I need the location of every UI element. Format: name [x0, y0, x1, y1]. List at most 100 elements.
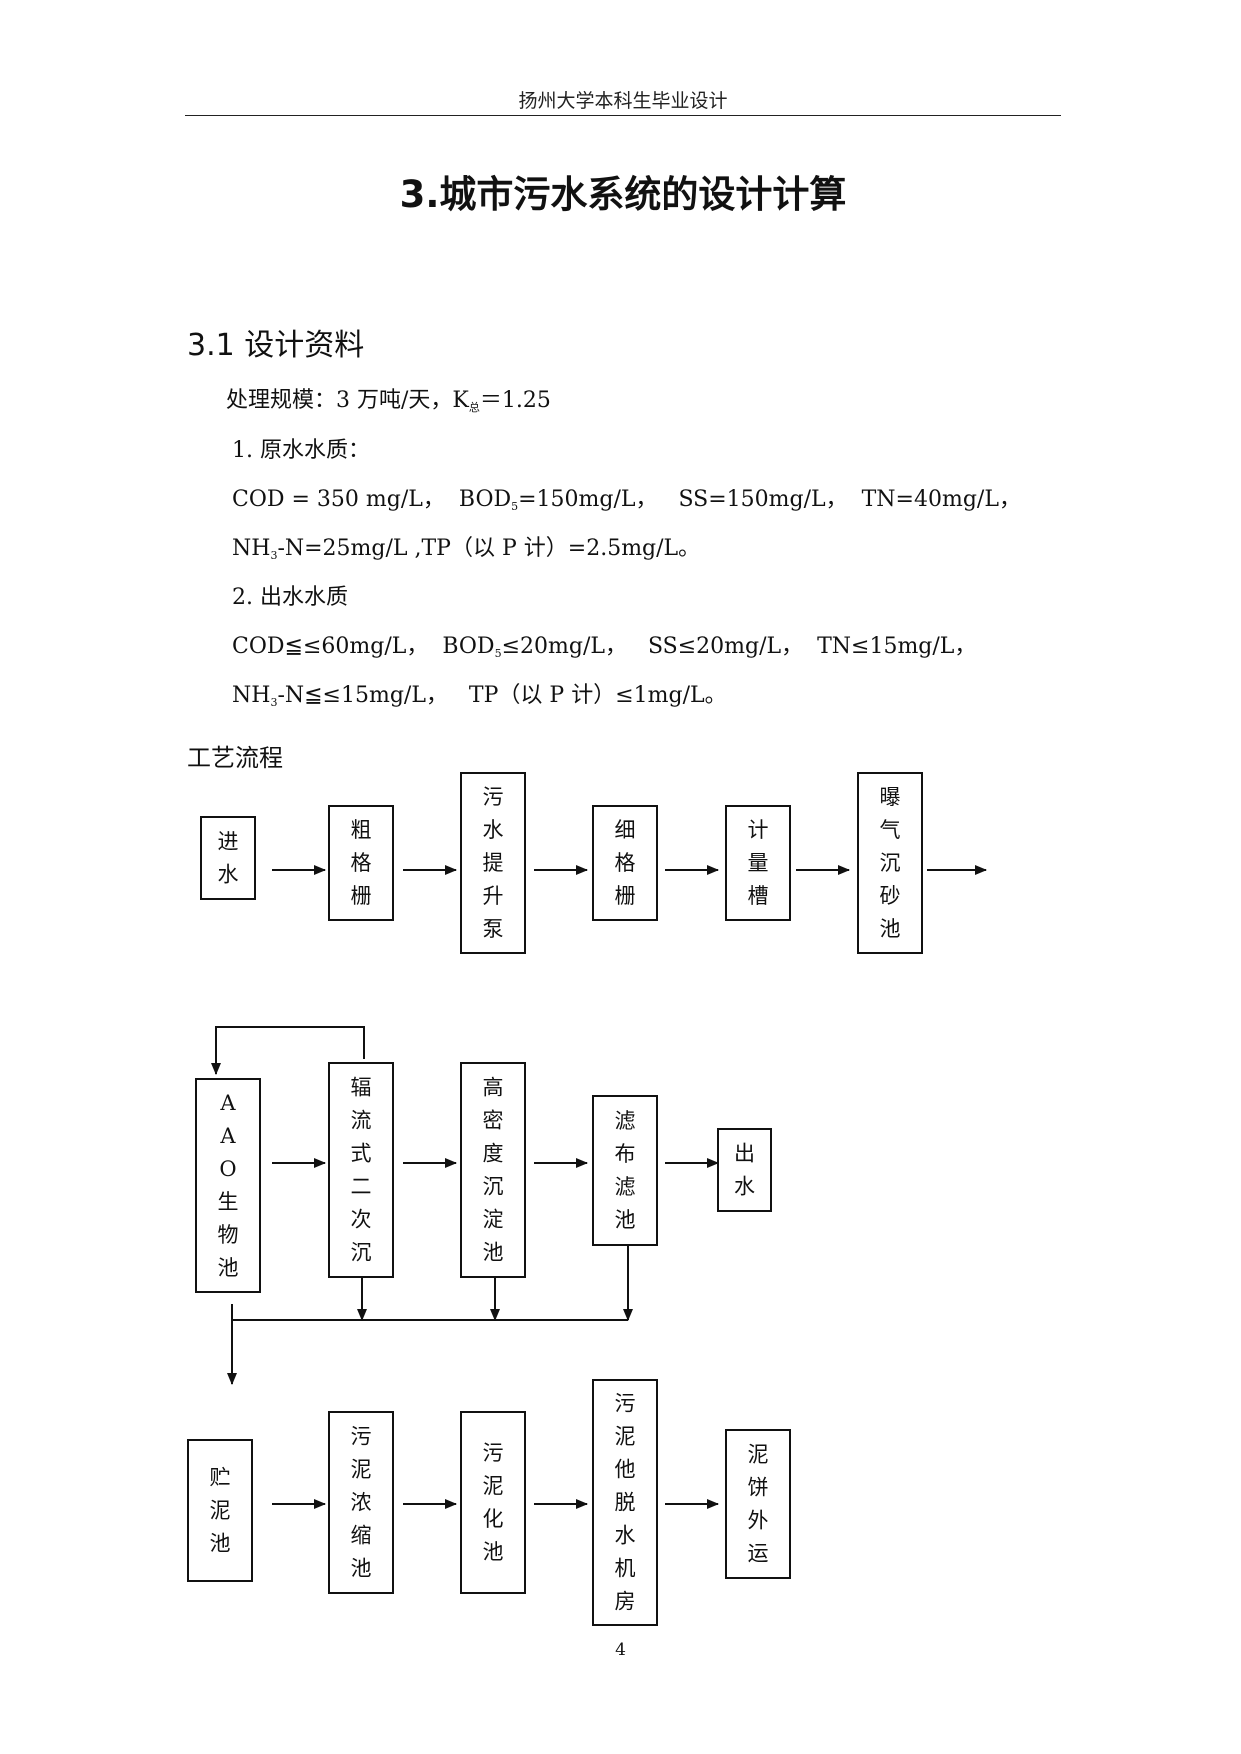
page-number: 4	[615, 1640, 626, 1660]
flow-box-char: 水	[734, 1175, 755, 1199]
scale-line: 处理规模：3 万吨/天，K总＝1.25	[226, 388, 551, 414]
flow-box-char: 饼	[748, 1476, 769, 1500]
flow-box-char: 污	[483, 785, 504, 809]
flow-box-char: 外	[748, 1509, 769, 1533]
flow-box-char: 缩	[351, 1524, 372, 1548]
flow-box-frame	[592, 805, 658, 921]
flow-box-char: 机	[615, 1557, 636, 1581]
flow-box-frame	[328, 805, 394, 921]
flow-box-char: 运	[748, 1542, 769, 1566]
flow-box-char: 水	[615, 1524, 636, 1548]
raw-water-line-2: NH3-N=25mg/L ,TP（以 P 计）=2.5mg/L。	[232, 536, 701, 562]
flow-box-char: 污	[483, 1441, 504, 1465]
flow-box-coarse-screen: 粗格栅	[328, 805, 394, 921]
flow-box-char: 栅	[615, 884, 636, 908]
flow-box-char: 物	[218, 1223, 239, 1247]
flow-box-char: 水	[218, 863, 239, 887]
effluent-heading: 2. 出水水质	[232, 585, 348, 610]
flow-box-char: 密	[483, 1109, 504, 1133]
flow-box-char: 浓	[351, 1491, 372, 1515]
flow-box-frame	[592, 1379, 658, 1626]
effluent-line-2: NH3-N≦≤15mg/L， TP（以 P 计）≤1mg/L。	[232, 683, 727, 709]
flow-box-char: 滤	[615, 1175, 636, 1199]
flow-box-char: 贮	[210, 1466, 231, 1490]
flow-box-frame	[460, 1062, 526, 1278]
return-line-to-aao	[211, 1026, 365, 1075]
flow-box-frame	[200, 816, 256, 900]
flow-box-char: 淀	[483, 1208, 504, 1232]
flow-box-char: A	[219, 1124, 236, 1148]
flow-box-inlet: 进水	[200, 816, 256, 900]
flow-box-char: 泥	[615, 1425, 636, 1449]
flow-box-char: 污	[615, 1392, 636, 1416]
flow-box-char: 计	[748, 818, 769, 842]
flow-box-char: 细	[615, 818, 636, 842]
flow-box-frame	[187, 1439, 253, 1582]
flow-box-char: 曝	[880, 785, 901, 809]
flow-box-char: 高	[483, 1076, 504, 1100]
flow-box-frame	[857, 772, 923, 954]
flow-box-char: 二	[351, 1175, 372, 1199]
flow-box-char: 沉	[483, 1175, 504, 1199]
flow-box-char: O	[219, 1157, 236, 1181]
flow-box-char: 式	[351, 1142, 372, 1166]
process-flow-label: 工艺流程	[187, 744, 283, 772]
flow-box-char: 格	[351, 851, 372, 875]
flow-box-char: 格	[615, 851, 636, 875]
flow-box-char: 辐	[351, 1076, 372, 1100]
flow-box-char: 池	[483, 1540, 504, 1564]
flow-box-frame	[460, 772, 526, 954]
flow-box-metering-tank: 计量槽	[725, 805, 791, 921]
flow-box-char: 滤	[615, 1109, 636, 1133]
flow-box-char: 水	[483, 818, 504, 842]
flow-box-frame	[725, 1429, 791, 1579]
flow-box-char: 池	[210, 1532, 231, 1556]
flow-box-char: 池	[351, 1557, 372, 1581]
flow-box-char: 他	[615, 1458, 636, 1482]
page-header: 扬州大学本科生毕业设计	[518, 90, 728, 112]
flow-box-char: 污	[351, 1425, 372, 1449]
flow-box-char: 度	[483, 1142, 504, 1166]
flow-box-frame	[717, 1128, 772, 1212]
flow-box-char: 进	[218, 830, 239, 854]
flow-box-char: 槽	[748, 884, 769, 908]
flow-box-char: 池	[483, 1241, 504, 1265]
flow-box-frame	[195, 1078, 261, 1293]
flow-box-char: 布	[615, 1142, 636, 1166]
flow-box-char: 泥	[210, 1499, 231, 1523]
flow-box-char: 提	[483, 851, 504, 875]
flow-box-char: 泥	[351, 1458, 372, 1482]
section-title: 3.1 设计资料	[187, 328, 365, 363]
raw-water-line-1: COD = 350 mg/L， BOD5=150mg/L， SS=150mg/L…	[232, 487, 1021, 513]
flow-box-char: 沉	[351, 1241, 372, 1265]
effluent-line-1: COD≦≤60mg/L， BOD5≤20mg/L， SS≤20mg/L， TN≤…	[232, 634, 977, 660]
flow-box-frame	[460, 1411, 526, 1594]
flow-box-char: 气	[880, 818, 901, 842]
flow-box-fine-screen: 细格栅	[592, 805, 658, 921]
flow-box-frame	[328, 1411, 394, 1594]
flow-box-char: 量	[748, 851, 769, 875]
flow-box-frame	[592, 1095, 658, 1246]
flow-box-sludge-storage: 贮泥池	[187, 1439, 253, 1582]
flow-box-char: 泥	[483, 1474, 504, 1498]
flow-box-char: 生	[218, 1190, 239, 1214]
flow-box-outlet: 出水	[717, 1128, 772, 1212]
raw-water-heading: 1. 原水水质：	[232, 438, 370, 463]
flow-box-char: 房	[615, 1590, 636, 1614]
flow-box-char: 砂	[880, 884, 901, 908]
flow-box-char: 池	[218, 1256, 239, 1280]
flow-box-char: 次	[351, 1208, 372, 1232]
flow-box-char: 出	[734, 1142, 755, 1166]
flow-box-char: 升	[483, 884, 504, 908]
flow-box-char: 粗	[351, 818, 372, 842]
flow-box-char: 脱	[615, 1491, 636, 1515]
